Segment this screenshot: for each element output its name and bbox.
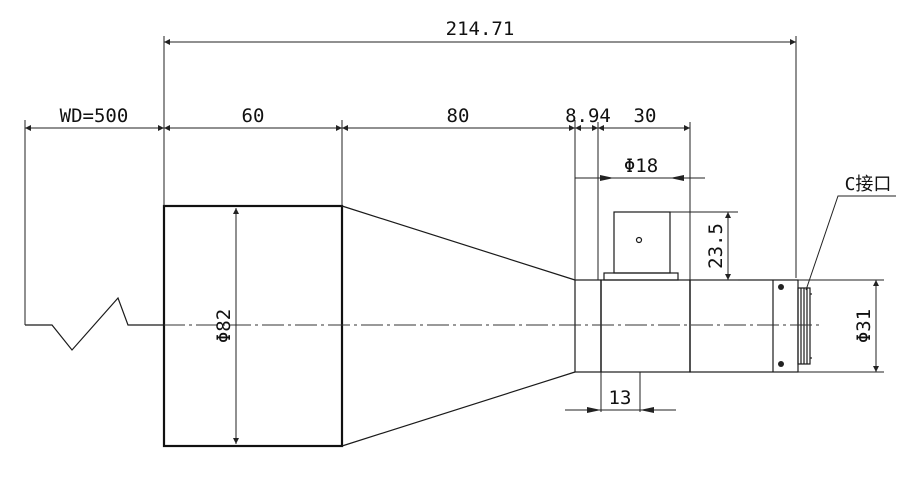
rear-screw-bottom bbox=[778, 361, 784, 367]
extension-lines bbox=[24, 36, 884, 412]
label-front-diameter: Φ82 bbox=[213, 309, 235, 343]
lens-body bbox=[162, 204, 812, 448]
break-line bbox=[25, 296, 164, 351]
focus-knob bbox=[613, 211, 671, 274]
label-rear-diameter: Φ31 bbox=[853, 309, 875, 343]
taper-cone bbox=[341, 205, 576, 447]
label-working-distance: WD=500 bbox=[60, 105, 129, 127]
label-knob-diameter: Φ18 bbox=[624, 155, 658, 177]
dimension-text: 214.71 WD=500 60 80 8.94 30 Φ18 23.5 Φ82… bbox=[60, 18, 892, 409]
middle-block bbox=[600, 279, 691, 373]
knob-collar bbox=[603, 272, 679, 281]
label-knob-height: 23.5 bbox=[705, 223, 727, 269]
c-mount-thread bbox=[797, 287, 812, 365]
label-mount: C接口 bbox=[845, 174, 892, 195]
rear-tube bbox=[574, 279, 602, 373]
rear-screw-top bbox=[778, 284, 784, 290]
rear-barrel bbox=[689, 279, 799, 373]
label-collar-length: 13 bbox=[609, 387, 632, 409]
front-barrel bbox=[162, 204, 344, 448]
label-rear-length: 30 bbox=[634, 105, 657, 127]
mount-leader bbox=[805, 195, 896, 291]
label-front-length: 60 bbox=[242, 105, 265, 127]
label-gap-length: 8.94 bbox=[565, 105, 611, 127]
label-overall-length: 214.71 bbox=[446, 18, 515, 40]
dimension-lines bbox=[25, 39, 896, 444]
knob-screw bbox=[635, 236, 643, 244]
label-taper-length: 80 bbox=[447, 105, 470, 127]
